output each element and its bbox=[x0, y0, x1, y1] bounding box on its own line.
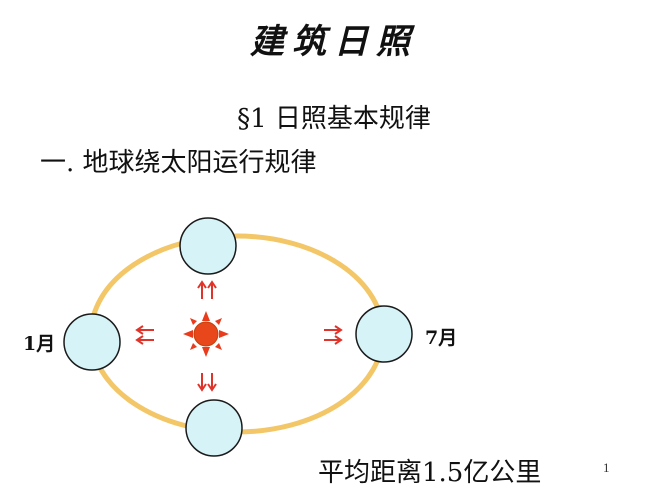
arrows-up-icon bbox=[197, 280, 217, 299]
earth-right bbox=[355, 305, 413, 363]
section-heading: §1 日照基本规律 bbox=[237, 104, 431, 134]
arrows-right-icon bbox=[324, 325, 343, 345]
earth-left bbox=[63, 313, 121, 371]
page-number: 1 bbox=[603, 460, 610, 475]
january-label: 1月 bbox=[23, 333, 56, 355]
arrows-left-icon bbox=[135, 325, 154, 345]
july-label: 7月 bbox=[425, 327, 458, 349]
earth-top bbox=[179, 217, 237, 275]
slide-title: 建筑日照 bbox=[250, 22, 418, 62]
arrows-down-icon bbox=[197, 373, 217, 392]
earth-bottom bbox=[185, 399, 243, 457]
earth-orbit bbox=[88, 233, 386, 435]
average-distance-text: 平均距离1.5亿公里 bbox=[318, 458, 542, 488]
subsection-heading: 一. 地球绕太阳运行规律 bbox=[40, 148, 317, 178]
sun-icon bbox=[183, 311, 229, 357]
